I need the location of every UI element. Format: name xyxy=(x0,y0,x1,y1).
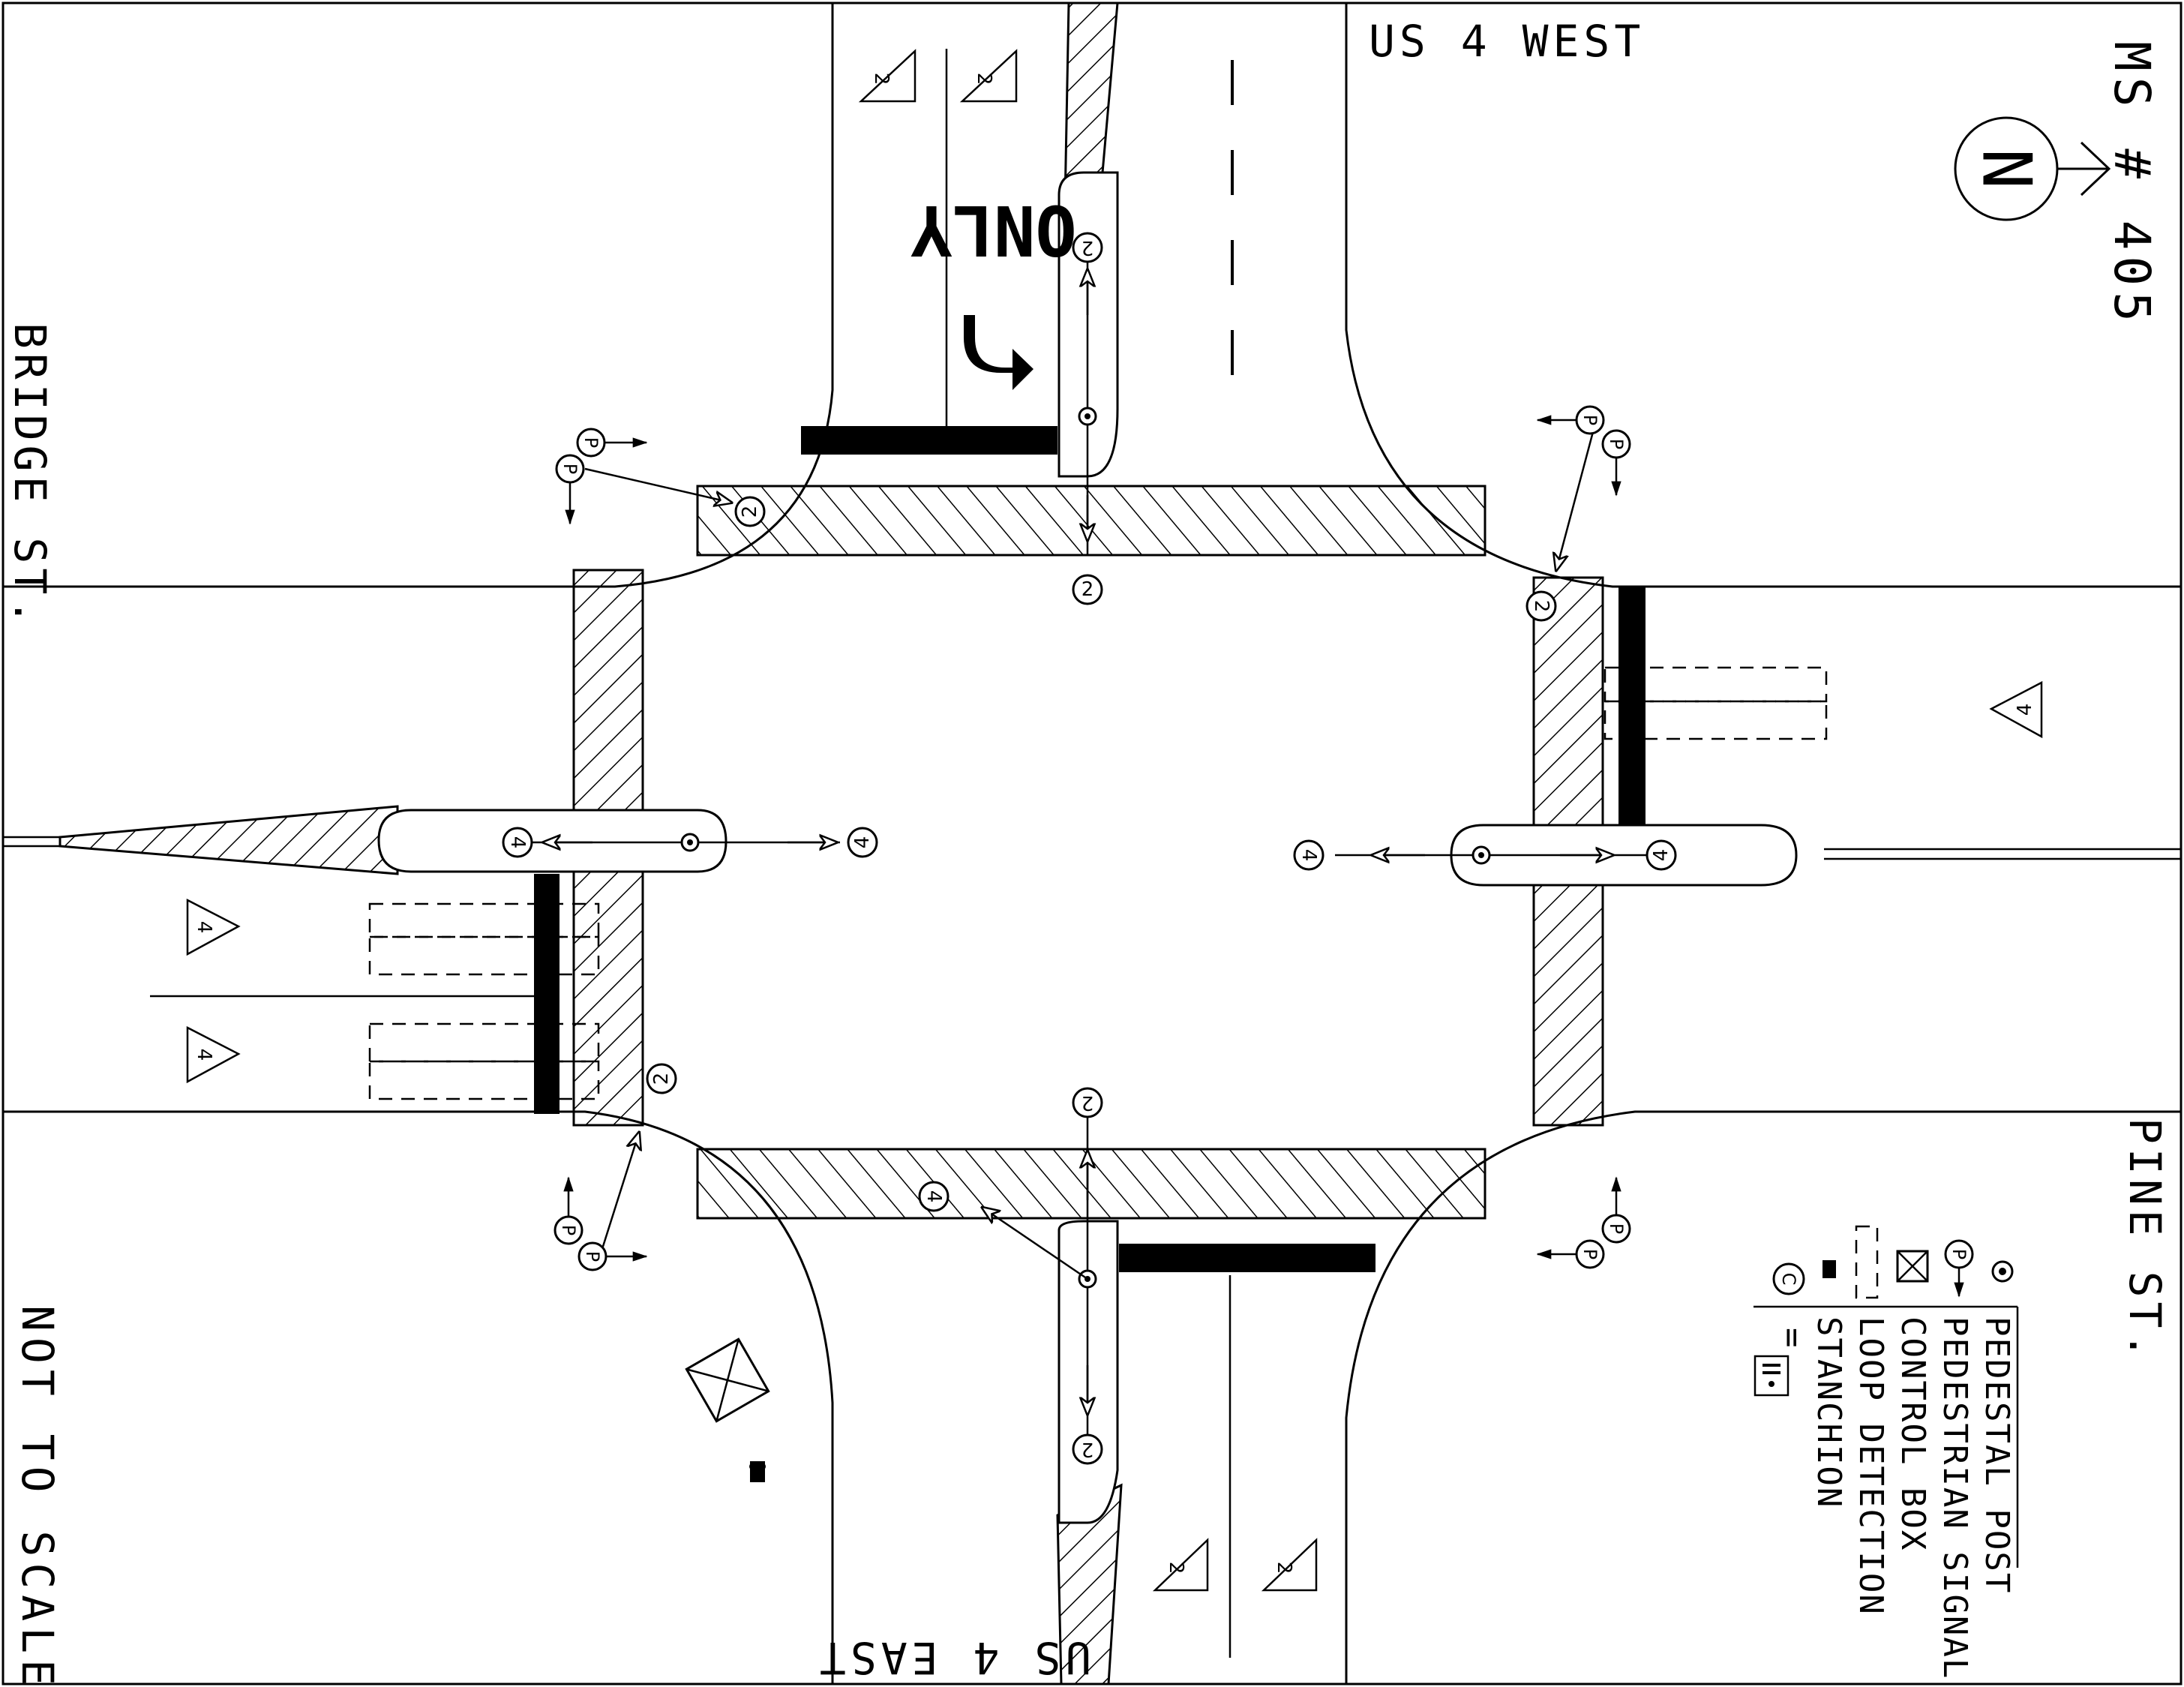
svg-text:P: P xyxy=(1580,1249,1600,1259)
svg-text:4: 4 xyxy=(193,1049,215,1061)
label-not-to-scale: NOT TO SCALE xyxy=(12,1305,63,1687)
svg-text:2: 2 xyxy=(1082,1091,1094,1114)
label-us4-west: US 4 WEST xyxy=(1369,16,1645,67)
svg-text:2: 2 xyxy=(1082,236,1094,259)
signal-head-east-2: 4 xyxy=(1646,839,1677,871)
signal-head-south-2: 2 xyxy=(1072,1433,1103,1465)
ped-signals-sw: P P xyxy=(554,1176,648,1271)
signal-head-north-2: 2 xyxy=(1072,574,1103,605)
svg-text:P: P xyxy=(1580,415,1600,425)
svg-text:P: P xyxy=(1948,1249,1970,1259)
legend: P C = PEDESTAL POST PEDESTRIAN SIGNAL CO… xyxy=(1754,1225,2019,1679)
svg-text:P: P xyxy=(560,464,580,474)
svg-text:4: 4 xyxy=(922,1190,945,1203)
svg-text:2: 2 xyxy=(870,73,892,86)
svg-text:PEDESTAL POST: PEDESTAL POST xyxy=(1978,1316,2016,1594)
signal-head-west-1: 4 xyxy=(502,827,533,858)
signal-head-north-1: 2 xyxy=(1072,232,1103,263)
svg-text:2: 2 xyxy=(1082,578,1094,601)
ped-signals-nw: P P xyxy=(555,428,648,525)
svg-text:LOOP DETECTION: LOOP DETECTION xyxy=(1852,1316,1890,1616)
svg-text:STANCHION: STANCHION xyxy=(1810,1316,1848,1508)
label-us4-east: US 4 EAST xyxy=(815,1632,1091,1683)
svg-text:PEDESTRIAN SIGNAL: PEDESTRIAN SIGNAL xyxy=(1936,1316,1974,1679)
signal-head-west-2: 4 xyxy=(847,827,878,858)
svg-text:2: 2 xyxy=(1273,1562,1295,1574)
svg-text:P: P xyxy=(558,1225,579,1235)
stanchion-icon xyxy=(749,1461,766,1482)
tri-south-2: 2 xyxy=(1261,1538,1318,1592)
turn-arrow-icon xyxy=(964,315,1034,390)
svg-text:P: P xyxy=(582,1251,603,1262)
svg-text:4: 4 xyxy=(2014,704,2036,716)
svg-text:C: C xyxy=(1778,1273,1799,1286)
svg-text:2: 2 xyxy=(650,1073,673,1085)
svg-text:4: 4 xyxy=(1650,849,1672,862)
svg-text:2: 2 xyxy=(1165,1562,1187,1574)
svg-text:2: 2 xyxy=(1082,1438,1094,1460)
ped-signals-se: P P xyxy=(1536,1176,1631,1269)
svg-text:2: 2 xyxy=(739,506,761,518)
label-bridge-st: BRIDGE ST. xyxy=(4,323,56,629)
tri-north-2: 2 xyxy=(959,49,1018,103)
tri-west-1: 4 xyxy=(186,898,241,956)
svg-text:P: P xyxy=(1606,439,1627,449)
signal-head-south-1: 2 xyxy=(1072,1087,1103,1118)
svg-text:4: 4 xyxy=(506,836,529,849)
svg-text:2: 2 xyxy=(973,73,995,86)
tri-east: 4 xyxy=(1989,680,2043,739)
signal-head-corner-nw: 2 xyxy=(734,496,766,527)
hatched-medians xyxy=(58,2,1123,1685)
tri-west-2: 4 xyxy=(186,1025,241,1084)
svg-text:P: P xyxy=(1606,1223,1627,1234)
svg-text:4: 4 xyxy=(1298,849,1320,862)
ped-signals-ne: P P xyxy=(1536,405,1631,497)
svg-text:4: 4 xyxy=(851,836,874,849)
control-box-icon xyxy=(685,1337,770,1423)
loop-detectors xyxy=(368,666,1828,1100)
signal-head-corner-se: 4 xyxy=(918,1181,950,1212)
tri-south-1: 2 xyxy=(1152,1538,1209,1592)
tri-north-1: 2 xyxy=(858,49,916,103)
svg-text:4: 4 xyxy=(193,921,215,934)
svg-text:=: = xyxy=(1773,1328,1811,1348)
svg-text:N: N xyxy=(1967,149,2046,189)
signal-head-corner-ne: 2 xyxy=(1526,590,1557,622)
svg-text:CONTROL BOX: CONTROL BOX xyxy=(1894,1316,1932,1551)
label-pine-st: PINE ST. xyxy=(2120,1118,2170,1363)
svg-text:P: P xyxy=(580,437,602,448)
only-marking: ONLY xyxy=(910,190,1077,270)
svg-text:2: 2 xyxy=(1530,600,1552,613)
north-arrow-icon: N xyxy=(1954,116,2111,221)
label-ms-number: MS # 405 xyxy=(2103,41,2161,328)
signal-head-east-1: 4 xyxy=(1293,839,1324,871)
signal-head-corner-sw: 2 xyxy=(646,1063,677,1094)
stop-bars xyxy=(534,426,1646,1272)
